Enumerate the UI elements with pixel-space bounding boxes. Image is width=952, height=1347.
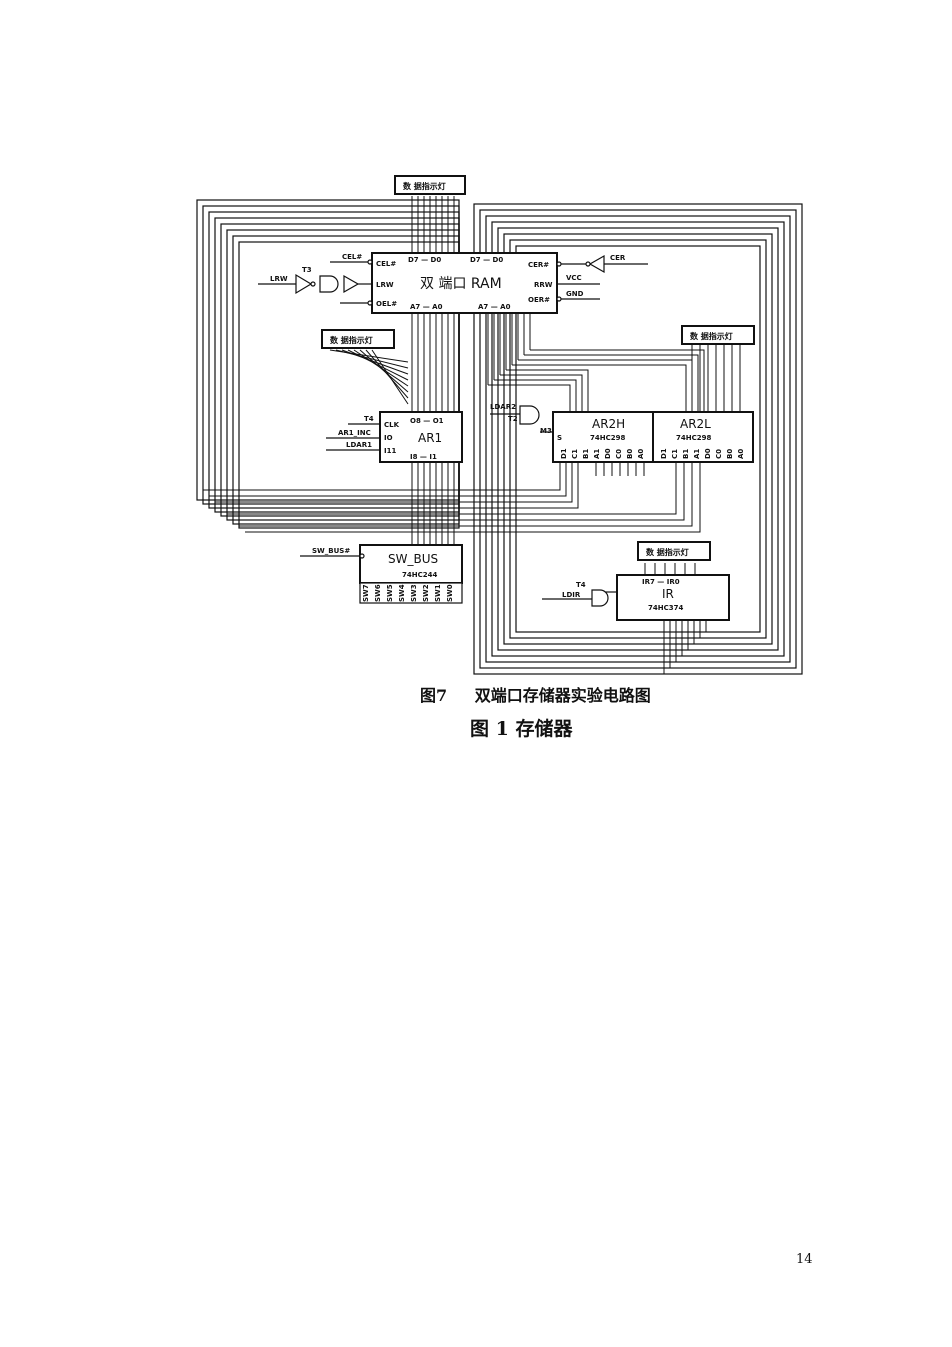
signal-sw-bus-n: SW_BUS# [312,547,350,555]
sw-bus-pin: SW4 [398,584,406,602]
signal-cel: CEL# [342,253,362,261]
signal-ldar1: LDAR1 [346,441,372,449]
ram-pin-oer: OER# [528,296,550,304]
sw-bus-title: SW_BUS [388,552,438,566]
signal-gnd: GND [566,290,584,298]
ram-addr-left: A7 — A0 [410,303,443,311]
diagram-caption: 图7 双端口存储器实验电路图 [420,682,700,706]
ar1-io: IO [384,434,393,442]
ar2l-pin: A0 [737,449,745,459]
circuit-diagram: 数 据指示灯 数 据指示灯 数 据指示灯 数 据指示灯 双 端口 RAM CEL… [196,175,803,675]
signal-vcc: VCC [566,274,582,282]
diagram-caption-number: 图7 [420,686,448,705]
ar2h-pin-labels: D1 C1 B1 A1 D0 C0 B0 A0 [560,448,645,459]
ram-title: 双 端口 RAM [420,276,502,292]
signal-t4-ar1: T4 [364,415,374,423]
ar2l-pin: D1 [660,448,668,459]
ir-pins: IR7 — IR0 [642,578,680,586]
sw-bus-pin: SW3 [410,584,418,602]
sw-bus-pin: SW5 [386,584,394,602]
ir-chip: 74HC374 [648,604,683,612]
ar2l-pin: D0 [704,448,712,459]
ar1-title: AR1 [418,431,442,445]
ar1-clk: CLK [384,421,400,429]
signal-t3: T3 [302,266,312,274]
ar2h-pin: D0 [604,448,612,459]
ar1-in: I8 — I1 [410,453,437,461]
page-number: 14 [796,1252,813,1267]
ar2l-pin: C1 [671,449,679,459]
figure-caption: 图 1 存储器 [470,718,573,740]
sw-bus-pin: SW7 [362,584,370,602]
ir-title: IR [662,587,674,601]
ar2l-pin: B0 [726,449,734,459]
ram-pin-oel: OEL# [376,300,397,308]
ar2l-pin: A1 [693,449,701,459]
sw-bus-chip: 74HC244 [402,571,437,579]
signal-lrw: LRW [270,275,288,283]
ram-pin-lrw: LRW [376,281,394,289]
ar2h-pin: C1 [571,449,579,459]
ar2h-pin: B1 [582,449,590,459]
ram-data-right: D7 — D0 [470,256,503,264]
sw-bus-pin: SW1 [434,584,442,602]
signal-ar1-inc: AR1_INC [338,429,371,437]
diagram-caption-text: 双端口存储器实验电路图 [474,686,651,705]
ar1-i11: I11 [384,447,396,455]
data-lamp-label: 数 据指示灯 [330,335,373,345]
ram-pin-cer: CER# [528,261,549,269]
ar2h-pin: D1 [560,448,568,459]
ar2l-pin-labels: D1 C1 B1 A1 D0 C0 B0 A0 [660,448,745,459]
signal-cer: CER [610,254,626,262]
signal-t4-ir: T4 [576,581,586,589]
ar2h-title: AR2H [592,417,625,431]
ar2h-pin: A0 [637,449,645,459]
ar2l-pin: C0 [715,449,723,459]
ar2h-pin: C0 [615,449,623,459]
signal-ldar2: LDAR2 [490,403,516,411]
ar1-out: O8 — O1 [410,417,444,425]
ar2l-pin: B1 [682,449,690,459]
ram-pin-rrw: RRW [534,281,553,289]
ram-addr-right: A7 — A0 [478,303,511,311]
sw-bus-pin: SW6 [374,584,382,602]
ar2h-pin: A1 [593,449,601,459]
ram-pin-cel: CEL# [376,260,396,268]
ar2h-s: S [557,434,562,442]
sw-bus-pin: SW2 [422,584,430,602]
data-lamp-label: 数 据指示灯 [403,181,446,191]
ar2h-chip: 74HC298 [590,434,625,442]
signal-m3: M3 [540,427,552,435]
ram-data-left: D7 — D0 [408,256,441,264]
signal-t2: T2 [508,415,518,423]
sw-bus-pin-labels: SW7 SW6 SW5 SW4 SW3 SW2 SW1 SW0 [362,584,454,602]
data-lamp-label: 数 据指示灯 [690,331,733,341]
ar2h-pin: B0 [626,449,634,459]
data-lamp-label: 数 据指示灯 [646,547,689,557]
ar2l-title: AR2L [680,417,711,431]
sw-bus-pin: SW0 [446,584,454,602]
ar2l-chip: 74HC298 [676,434,711,442]
signal-ldir: LDIR [562,591,581,599]
